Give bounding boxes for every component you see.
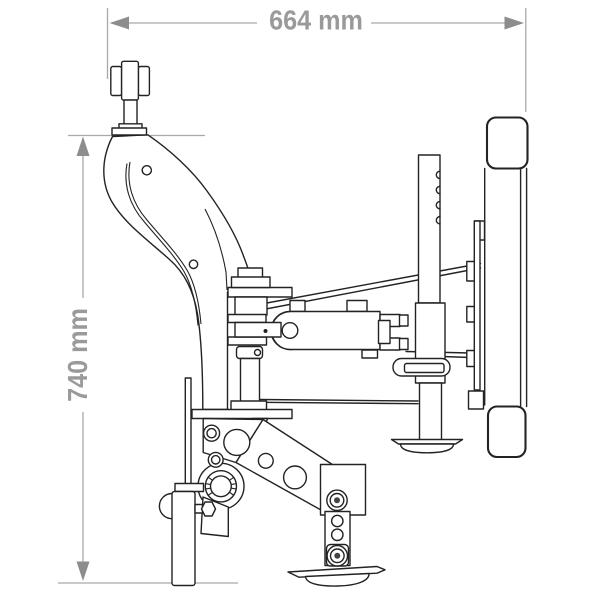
blade-flange	[174, 482, 205, 493]
main-pivot	[204, 469, 238, 503]
pin-stem	[123, 99, 138, 127]
clevis-pin	[377, 319, 391, 345]
clevis-upper-bar	[227, 313, 267, 324]
clevis-lower-bar	[227, 336, 268, 346]
arm-hole-upper	[141, 164, 153, 176]
pin-collar	[111, 127, 148, 136]
arrow-left-icon	[109, 16, 129, 30]
hinge-knuckle	[466, 305, 475, 323]
board-top-pad	[485, 116, 529, 170]
pin-head	[120, 60, 140, 101]
pivot-column	[239, 357, 261, 403]
bottom-bracket-assembly	[197, 417, 386, 587]
leg-foot-plate	[390, 438, 464, 445]
blade-spring	[158, 492, 173, 520]
arrow-up-icon	[76, 136, 90, 156]
height-dimension-label: 740 mm	[62, 308, 93, 402]
cylinder-rod	[234, 321, 282, 338]
upper-mount-plate	[227, 286, 293, 298]
top-pin-assembly	[110, 60, 151, 136]
hinge-strip	[473, 220, 481, 391]
bracket-hole-large	[223, 428, 251, 457]
column-collar	[230, 400, 268, 411]
arrow-right-icon	[504, 16, 524, 30]
skid-foot-plate	[287, 565, 386, 578]
board-assembly	[466, 116, 529, 459]
skid-foot-dish	[304, 572, 370, 587]
main-frame-arm	[103, 134, 254, 411]
hinge-knuckle	[466, 349, 475, 368]
arm-hole-lower	[188, 259, 199, 270]
blade-bolt	[200, 501, 217, 517]
width-dimension-label: 664 mm	[269, 4, 363, 36]
arrow-down-icon	[76, 561, 90, 581]
arm-hole-large	[282, 465, 308, 490]
hinge-knuckle	[466, 260, 475, 282]
board-bottom-pad	[486, 405, 527, 459]
lower-mount-plate	[191, 408, 293, 420]
hydraulic-cylinder-assembly	[191, 267, 409, 429]
blade-assembly	[158, 377, 217, 587]
support-leg	[390, 154, 464, 454]
blade	[171, 490, 196, 587]
arm-hole-small	[257, 452, 274, 469]
bracket-bolt-lower	[207, 451, 224, 468]
bracket-bolt-upper	[202, 424, 221, 442]
leg-foot-dish	[399, 443, 455, 454]
width-dimension	[106, 8, 527, 112]
blade-holder-bar	[184, 377, 192, 485]
